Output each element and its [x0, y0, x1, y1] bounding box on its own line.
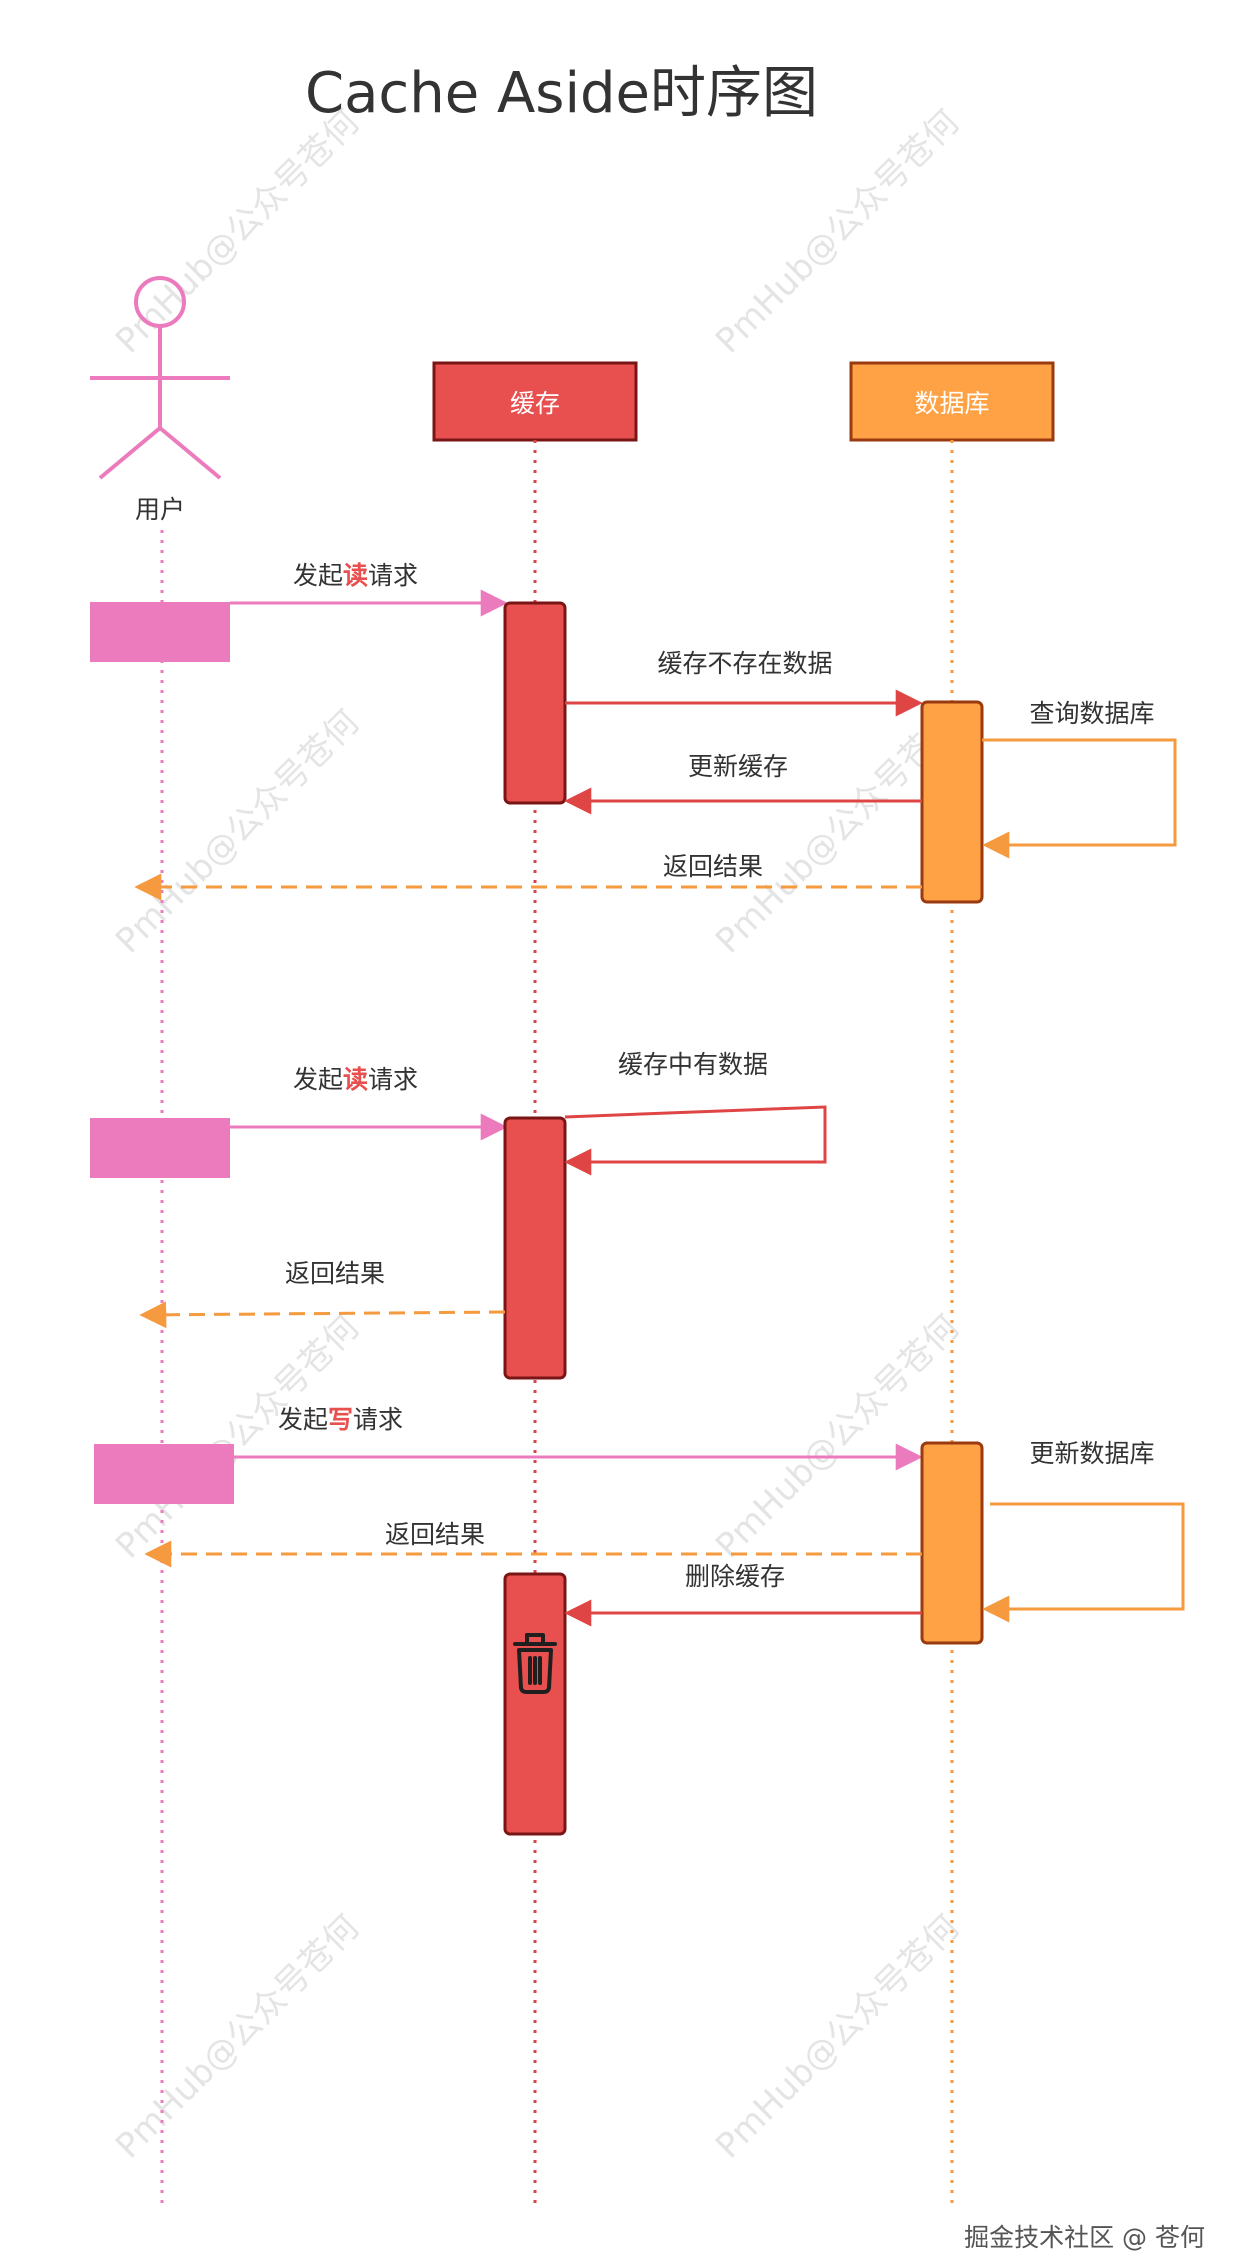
return-result-label: 返回结果 [385, 1520, 485, 1549]
db-activation-bar [920, 1441, 984, 1645]
db-participant-label: 数据库 [914, 389, 989, 418]
read-request-label: 发起读请求 [293, 1065, 418, 1094]
update-cache-label: 更新缓存 [688, 752, 788, 781]
cache-hit-self-arrow [564, 1105, 827, 1176]
cache-activation-bar [503, 1116, 567, 1380]
user-actor-icon [90, 276, 230, 480]
return-result-arrow [139, 1301, 506, 1329]
user-activation-bar [90, 602, 230, 662]
return-result-label: 返回结果 [663, 852, 763, 881]
watermark-text: PmHub@公众号苍何 [108, 702, 367, 961]
update-db-self-arrow [982, 1502, 1185, 1623]
delete-cache-label: 删除缓存 [685, 1562, 785, 1591]
query-db-self-arrow [982, 738, 1177, 859]
footer-credit: 掘金技术社区 @ 苍何 [964, 2223, 1205, 2252]
user-actor-label: 用户 [135, 495, 185, 524]
cache-hit-label: 缓存中有数据 [618, 1050, 768, 1079]
diagram-title: Cache Aside时序图 [305, 61, 818, 126]
user-activation-bar [90, 1118, 230, 1178]
read-request-label: 发起读请求 [293, 561, 418, 590]
watermark-text: PmHub@公众号苍何 [108, 1307, 367, 1566]
db-activation-bar [920, 700, 984, 904]
cache-activation-bar [503, 601, 567, 805]
cache-activation-bar [503, 1572, 567, 1836]
watermark-text: PmHub@公众号苍何 [108, 1907, 367, 2166]
cache-participant-label: 缓存 [510, 389, 560, 418]
cache-miss-label: 缓存不存在数据 [657, 649, 832, 678]
watermark-text: PmHub@公众号苍何 [708, 102, 967, 361]
trash-icon [513, 1633, 557, 1694]
write-request-label: 发起写请求 [278, 1405, 403, 1434]
query-db-label: 查询数据库 [1029, 699, 1154, 728]
return-result-label: 返回结果 [285, 1259, 385, 1288]
watermark-text: PmHub@公众号苍何 [708, 1907, 967, 2166]
user-activation-bar [94, 1444, 234, 1504]
update-db-label: 更新数据库 [1029, 1439, 1154, 1468]
